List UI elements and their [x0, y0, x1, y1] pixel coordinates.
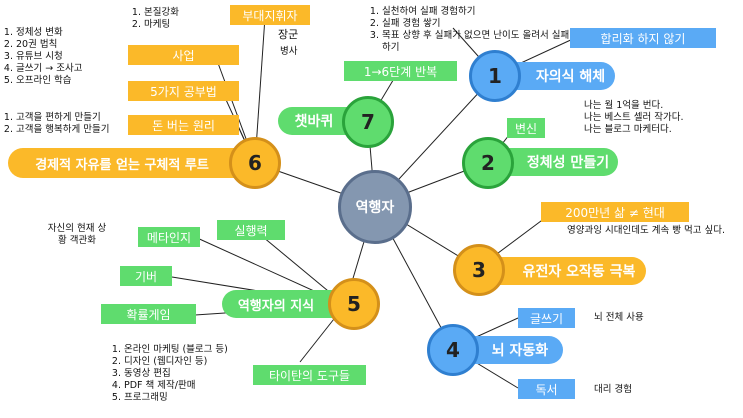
node-4-title: 뇌 자동화: [491, 343, 549, 359]
box-business: 사업: [128, 45, 239, 65]
node-3-circle: 3: [453, 244, 505, 296]
center-node: 역행자: [338, 170, 412, 244]
business-list-item: 오프라인 학습: [16, 75, 82, 87]
business-list-item: 정체성 변화: [16, 27, 82, 39]
business-list-item: 글쓰기 → 조사고: [16, 63, 82, 75]
box-probability: 확률게임: [101, 304, 196, 324]
money-list: 고객을 편하게 만들기 고객을 행복하게 만들기: [2, 112, 109, 136]
node-6-number: 6: [248, 151, 262, 175]
writing-text: 뇌 전체 사용: [594, 312, 644, 323]
box-gene-label: 200만년 삶 ≠ 현대: [565, 205, 665, 220]
box-side-job-label: 부대지휘자: [242, 8, 298, 23]
node-3-number: 3: [472, 258, 486, 282]
node-5-circle: 5: [328, 278, 380, 330]
box-metacog: 메타인지: [138, 227, 200, 247]
node-3-title-pill: 유전자 오작동 극복: [490, 257, 646, 285]
business-list: 정체성 변화 20권 법칙 유튜브 시청 글쓰기 → 조사고 오프라인 학습: [2, 27, 82, 87]
node-5-title: 역행자의 지식: [237, 298, 315, 314]
knowledge-list-item: PDF 책 제작/판매: [124, 380, 228, 392]
box-five-study: 5가지 공부법: [128, 81, 239, 101]
node-6-title-pill: 경제적 자유를 얻는 구체적 루트: [8, 148, 240, 178]
knowledge-list: 온라인 마케팅 (블로그 등) 디자인 (웹디자인 등) 동영상 편집 PDF …: [110, 344, 228, 404]
money-list-item: 고객을 행복하게 만들기: [16, 124, 109, 136]
center-label: 역행자: [355, 200, 395, 216]
box-reading-label: 독서: [535, 382, 558, 397]
node-4-title-pill: 뇌 자동화: [465, 336, 563, 364]
box-reading: 독서: [518, 379, 575, 399]
node-2-title-pill: 정체성 만들기: [500, 148, 618, 176]
identity-line: 나는 블로그 마케터다.: [584, 124, 672, 135]
node-6-circle: 6: [229, 137, 281, 189]
node-2-number: 2: [481, 151, 495, 175]
node-7-title: 챗바퀴: [294, 114, 334, 130]
box-repeat: 1→6단계 반복: [344, 61, 457, 81]
box-titan: 타이탄의 도구들: [253, 365, 366, 385]
money-list-item: 고객을 편하게 만들기: [16, 112, 109, 124]
box-money-principle-label: 돈 버는 원리: [152, 118, 215, 133]
metacog-text: 자신의 현재 상황 객관화: [47, 223, 107, 246]
box-rationalize-label: 합리화 하지 않기: [600, 31, 686, 46]
business-list-item: 유튜브 시청: [16, 51, 82, 63]
box-probability-label: 확률게임: [126, 307, 171, 322]
n7-list: 실천하여 실패 경험하기 실패 경험 쌓기 목표 상향 후 실패가 없으면 난이…: [368, 6, 572, 54]
janggun-text: 장군: [278, 28, 299, 41]
side-job-list-item: 본질강화: [144, 7, 179, 19]
knowledge-list-item: 디자인 (웹디자인 등): [124, 356, 228, 368]
business-list-item: 20권 법칙: [16, 39, 82, 51]
byeongsa-text: 병사: [280, 46, 298, 57]
node-7-title-pill: 챗바퀴: [278, 107, 350, 135]
node-7-number: 7: [361, 110, 375, 134]
node-2-circle: 2: [462, 137, 514, 189]
box-writing-label: 글쓰기: [529, 311, 564, 326]
box-execution-label: 실행력: [234, 223, 268, 238]
node-4-circle: 4: [427, 324, 479, 376]
box-business-label: 사업: [172, 48, 195, 63]
node-6-title: 경제적 자유를 얻는 구체적 루트: [35, 157, 209, 173]
knowledge-list-item: 온라인 마케팅 (블로그 등): [124, 344, 228, 356]
reading-text: 대리 경험: [594, 384, 632, 395]
box-side-job: 부대지휘자: [230, 5, 310, 25]
box-five-study-label: 5가지 공부법: [150, 84, 217, 99]
node-1-circle: 1: [469, 50, 521, 102]
side-job-list: 본질강화 마케팅: [130, 7, 179, 31]
side-job-list-item: 마케팅: [144, 19, 179, 31]
node-2-title: 정체성 만들기: [526, 155, 610, 171]
node-1-title: 자의식 해체: [535, 69, 606, 85]
box-transform-label: 변신: [514, 121, 538, 136]
n7-list-item: 목표 상향 후 실패가 없으면 난이도 올려서 실패하기: [382, 30, 572, 54]
box-execution: 실행력: [217, 220, 285, 240]
box-repeat-label: 1→6단계 반복: [363, 64, 438, 79]
node-4-number: 4: [446, 338, 460, 362]
node-3-title: 유전자 오작동 극복: [522, 264, 636, 280]
gene-text: 영양과잉 시대인데도 계속 빵 먹고 싶다.: [567, 225, 725, 236]
identity-line: 나는 월 1억을 번다.: [584, 100, 664, 111]
box-gene: 200만년 삶 ≠ 현대: [541, 202, 689, 222]
node-5-title-pill: 역행자의 지식: [222, 290, 340, 318]
box-titan-label: 타이탄의 도구들: [268, 368, 351, 383]
box-leverage: 기버: [120, 266, 172, 286]
knowledge-list-item: 프로그래밍: [124, 392, 228, 404]
node-7-circle: 7: [342, 96, 394, 148]
box-transform: 변신: [507, 118, 545, 138]
n7-list-item: 실패 경험 쌓기: [382, 18, 572, 30]
identity-line: 나는 베스트 셀러 작가다.: [584, 112, 684, 123]
identity-text: 나는 월 1억을 번다. 나는 베스트 셀러 작가다. 나는 블로그 마케터다.: [584, 100, 683, 136]
node-1-title-pill: 자의식 해체: [508, 62, 615, 90]
node-1-number: 1: [488, 64, 502, 88]
n7-list-item: 실천하여 실패 경험하기: [382, 6, 572, 18]
box-rationalize: 합리화 하지 않기: [570, 28, 716, 48]
box-writing: 글쓰기: [518, 308, 575, 328]
box-metacog-label: 메타인지: [146, 230, 192, 245]
knowledge-list-item: 동영상 편집: [124, 368, 228, 380]
node-5-number: 5: [347, 292, 361, 316]
box-money-principle: 돈 버는 원리: [128, 115, 239, 135]
box-leverage-label: 기버: [134, 269, 158, 284]
